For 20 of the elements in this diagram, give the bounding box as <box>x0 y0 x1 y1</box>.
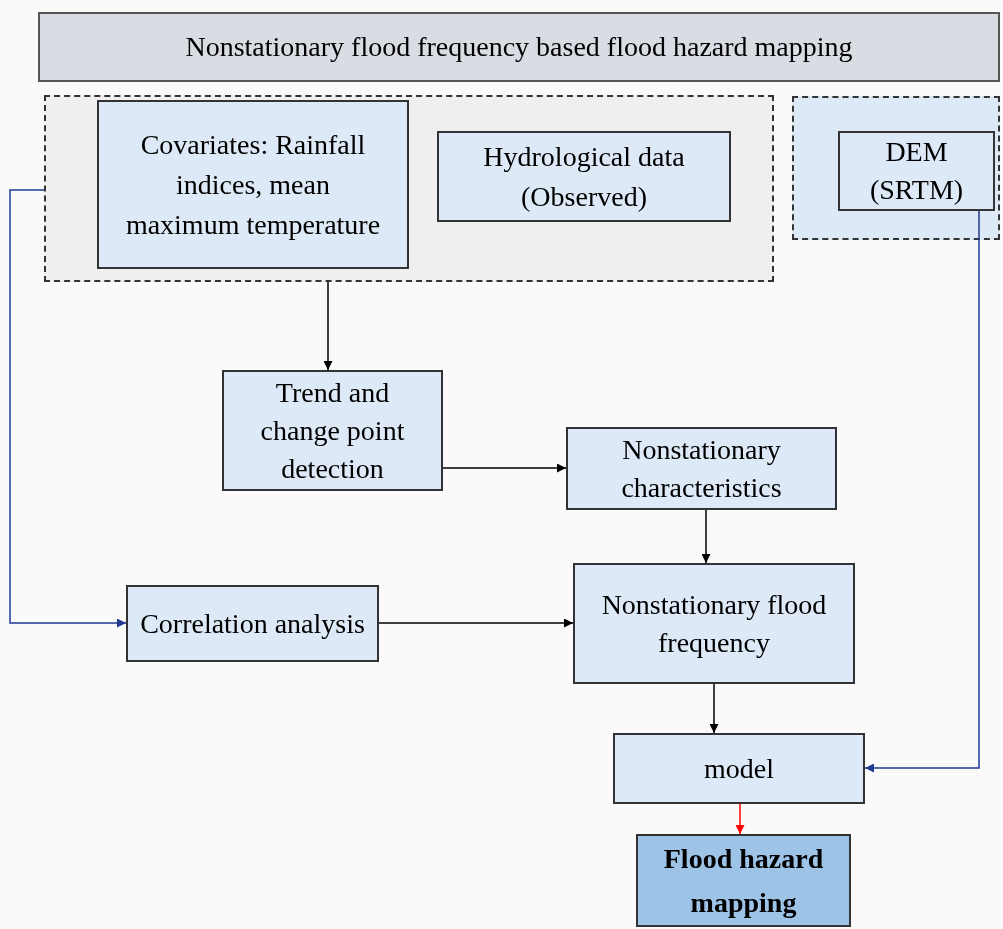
process-box: Nonstationary flood frequency <box>573 563 855 684</box>
arrow <box>864 210 980 773</box>
arrow <box>701 509 711 564</box>
process-box: DEM (SRTM) <box>838 131 995 211</box>
output-box: Flood hazard mapping <box>636 834 851 927</box>
process-box: Correlation analysis <box>126 585 379 662</box>
process-box: Hydrological data (Observed) <box>437 131 731 222</box>
arrow <box>735 803 745 835</box>
input-group-panel <box>792 96 1000 240</box>
process-box: Trend and change point detection <box>222 370 443 491</box>
arrow <box>9 189 127 628</box>
process-box: Nonstationary characteristics <box>566 427 837 510</box>
arrow <box>378 618 574 628</box>
arrow <box>323 281 333 371</box>
title-banner: Nonstationary flood frequency based flood hazard mapping <box>38 12 1000 82</box>
input-group-panel <box>44 95 774 282</box>
arrow <box>442 463 567 473</box>
process-box: Covariates: Rainfall indices, mean maximum temperature <box>97 100 409 269</box>
arrow <box>709 683 719 734</box>
process-box: model <box>613 733 865 804</box>
